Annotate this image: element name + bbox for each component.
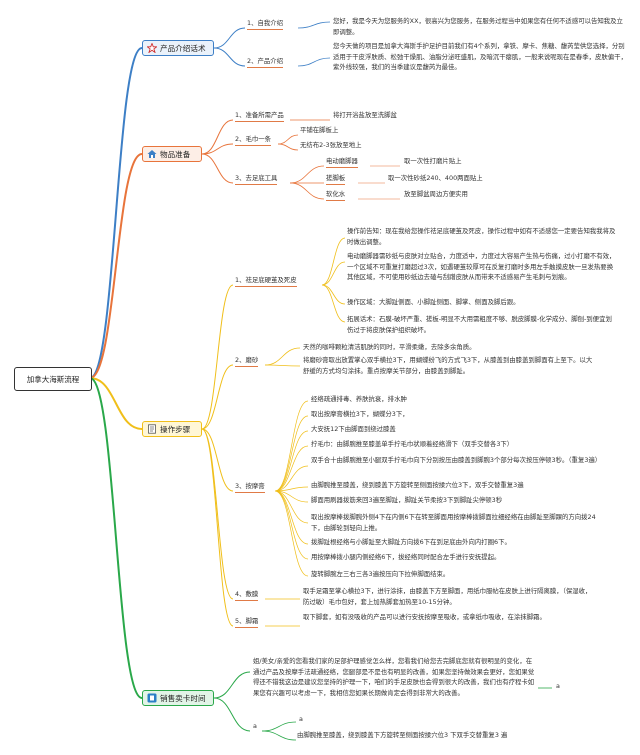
connector [201,119,234,155]
connector [261,730,297,741]
connector [274,445,309,492]
connector [321,284,346,323]
text-mask: 取手足霜至掌心横拉3下，进行涂抹，由膝盖下方至脚面，用纸巾服帖在皮肤上进行隔离膜… [303,587,592,606]
sales-script: 姐/美女/亲爱的您看我们家的足部护理感觉怎么样，您看我们给您去完脚底您就有很明显… [253,657,535,697]
sales-sub-text: 由脚腕推至膝盖，绕到膝盖下方旋转至侧面按揉穴位3 下双手交替重复3 遍 [297,731,508,739]
connector [274,430,309,492]
connector [213,47,246,67]
star-icon [147,43,157,53]
connector [201,428,234,492]
connector [274,400,309,492]
tool-electric-grinder[interactable]: 电动磨脚器 [326,157,358,168]
connector [274,486,309,492]
connector [201,364,234,430]
massage-step: 取出按摩棒拨脚腕外侧4下在内侧6下在转至脚面用按摩棒拨脚面拉细经络在由脚趾至脚踝… [311,513,596,532]
document-icon [148,424,156,434]
text-towel-2: 无纺布2-3张放至地上 [300,141,362,149]
text-foot-cream: 取下脚套，如有没吸收的产品可以进行安抚按摩至吸收，或拿纸巾吸收，在涂抹脚霜。 [303,613,546,621]
tool-foot-board[interactable]: 搓脚板 [326,174,346,185]
root-node[interactable]: 加拿大海斯流程 [14,367,92,391]
connector [274,415,309,492]
massage-step: 大安抚12下由脚面到绕过膝盖 [311,425,396,433]
massage-step: 用按摩棒拨小腿内侧经络6下，拔经络同时配合左手进行安抚提起。 [311,553,501,561]
massage-step: 由脚腕推至膝盖，绕到膝盖下方旋转至侧面按揉穴位3下，双手交替重复3遍 [311,481,524,489]
sub-massage-cream[interactable]: 3、按摩膏 [235,482,265,493]
tool-softening-water[interactable]: 软化水 [326,190,346,201]
massage-step: 取出按摩膏横拉3下，蝴蝶分3下， [311,410,409,418]
text-self-intro: 您好，我是今天为您服务的XX，很高兴为您服务，在服务过程当中如果您有任何不适感可… [333,17,623,36]
sub-prepare-products[interactable]: 1、准备所需产品 [235,111,284,122]
branch-label: 销售卖卡时间 [160,693,206,703]
root-branch-connector [89,377,143,430]
sub-product-intro[interactable]: 2、产品介绍 [247,57,284,68]
connector [201,153,234,184]
massage-step: 拧毛巾：由脚腕推至膝盖单手拧毛巾状顺着经络滑下（双手交替各3下） [311,440,514,448]
sub-mask[interactable]: 4、敷膜 [235,590,259,601]
connector [274,465,309,492]
connector [264,364,301,367]
connector [274,490,309,577]
root-branch-connector [89,47,143,379]
flag-icon [147,693,157,703]
connector [264,347,301,366]
connector [277,134,299,145]
callus-para-3: 操作区域：大脚趾侧面、小脚趾侧面、脚掌、侧面及脚后跟。 [347,298,520,306]
house-icon [147,150,157,158]
massage-step: 拨脚趾根经络与小脚趾至大脚趾方向拨6下在到足底由外向内打圈6下。 [311,538,511,546]
sub-scrub[interactable]: 2、磨砂 [235,356,259,367]
callus-para-1: 操作前告知：现在我给您操作祛足底硬茧及死皮，操作过程中如有不适感您一定要告知我我… [347,227,616,246]
text-towel-1: 平铺在脚板上 [300,126,339,134]
scrub-para-1: 天然的咖啡颗粒清洁肌肤的同时，平滑柔嫩，去除多余角质。 [303,343,476,351]
connector [274,490,309,545]
connector [213,27,246,49]
sub-self-intro[interactable]: 1、自我介绍 [247,19,284,30]
connector [321,261,346,286]
massage-step: 脚面用刷器拨筋来回3遍至脚趾，脚趾关节柔按3下到脚趾尖停顿3秒 [311,496,503,504]
branch-item-prep[interactable]: 物品准备 [142,146,202,162]
branch-label: 操作步骤 [160,424,191,434]
connector [297,21,331,29]
text-electric-grinder: 取一次性打磨片贴上 [404,157,462,165]
branch-product-intro[interactable]: 产品介绍话术 [142,40,214,56]
branch-label: 物品准备 [160,149,191,159]
connector [289,165,325,184]
text-product-intro: 您今天做的项目是加拿大海斯手护足护目前我们有4个系列，拿铁、摩卡、焦糖、馥芮莹供… [333,42,627,71]
sales-node-a[interactable]: a [253,722,257,730]
sales-sub-a[interactable]: a [299,715,303,723]
root-branch-connector [89,153,143,379]
connector [321,237,346,286]
connector [201,428,234,627]
root-branch-connector [89,377,143,699]
massage-step: 经络疏通排毒、养肤抗衰，排水肿 [311,395,407,403]
branch-label: 产品介绍话术 [160,43,206,53]
sub-towel[interactable]: 2、毛巾一条 [235,135,272,146]
connector [213,671,251,699]
connector [201,284,234,430]
massage-step: 双手合十由脚腕推至小腿双手拧毛巾向下分别按压由膝盖到脚腕3个部分每次按压停顿3秒… [311,456,602,464]
branch-operation-steps[interactable]: 操作步骤 [142,421,202,437]
branch-sales-time[interactable]: 销售卖卡时间 [142,690,214,706]
massage-step: 旋转脚腕左三右三各3遍按压向下拉伸脚面结束。 [311,570,450,578]
sales-tail-node[interactable]: a [556,682,560,690]
connector [297,57,331,67]
scrub-para-2: 将磨砂膏取出放置掌心双手横拉3下，用蝴蝶纷飞的方式飞3下，从膝盖到由膝盖到脚面有… [303,356,593,375]
connector [213,697,251,732]
text-prepare-products: 将打开浴盐放至洗脚盆 [333,111,397,119]
connector [321,284,346,305]
callus-para-2: 电动磨脚器需砂纸与皮肤对立贴合，力度适中，力度过大容易产生热与伤痛，过小打磨不有… [347,252,616,281]
sub-foot-cream[interactable]: 5、脚霜 [235,617,259,628]
callus-para-4: 拓展话术：石膜-破坏严重、搓板-明显不大用需粗度不够、脱皮脚膜-化学成分、脚刨-… [347,315,612,334]
text-softening-water: 放至脚盆周边方便实用 [404,190,468,198]
sub-callus-tools[interactable]: 3、去足底工具 [235,174,278,185]
connector [201,143,234,155]
root-label: 加拿大海斯流程 [26,374,80,384]
connector [289,182,325,200]
connector [277,143,299,151]
connector [201,428,234,600]
text-foot-board: 取一次性砂纸240、400两面贴上 [388,174,483,182]
connector [261,721,297,732]
sub-remove-callus[interactable]: 1、祛足底硬茧及死皮 [235,276,297,287]
